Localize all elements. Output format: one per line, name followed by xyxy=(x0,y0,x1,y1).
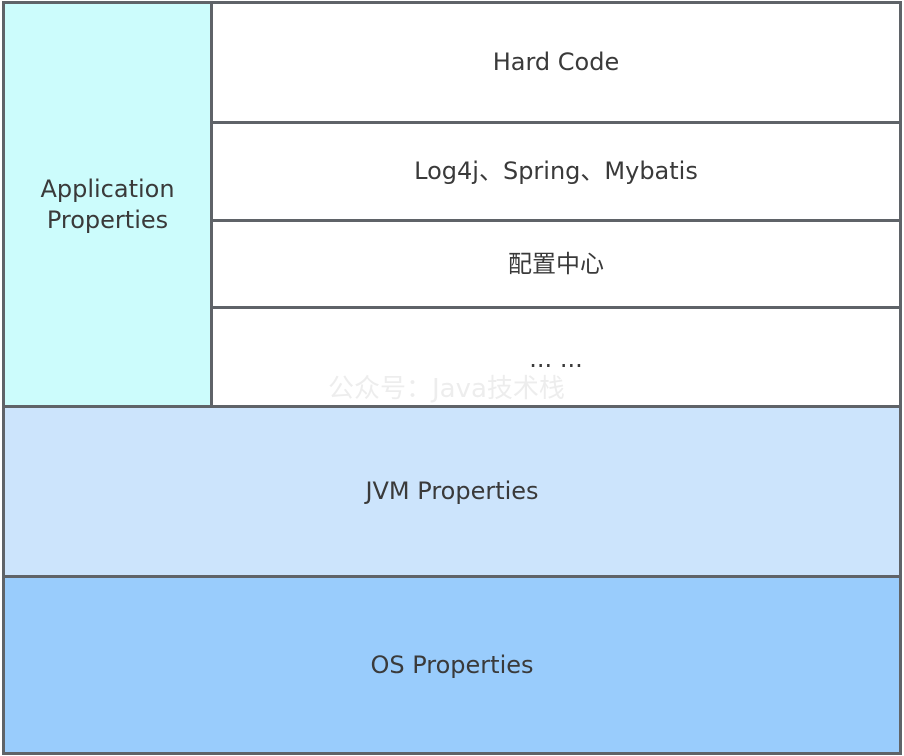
application-properties-block: Application Properties xyxy=(2,1,213,408)
frameworks-block: Log4j、Spring、Mybatis xyxy=(210,121,902,222)
hard-code-label: Hard Code xyxy=(492,48,620,76)
jvm-properties-label: JVM Properties xyxy=(365,477,539,505)
os-properties-label: OS Properties xyxy=(370,650,534,679)
application-properties-label: Application Properties xyxy=(40,174,174,236)
os-properties-block: OS Properties xyxy=(2,575,902,755)
more-items-label: ... ... xyxy=(529,344,583,373)
more-items-block: ... ... xyxy=(210,306,902,408)
hard-code-block: Hard Code xyxy=(210,1,902,124)
application-label-line1: Application xyxy=(40,174,175,203)
application-label-line2: Properties xyxy=(46,205,169,234)
frameworks-label: Log4j、Spring、Mybatis xyxy=(414,157,698,185)
config-center-label: 配置中心 xyxy=(508,249,604,278)
jvm-properties-block: JVM Properties xyxy=(2,405,902,578)
config-center-block: 配置中心 xyxy=(210,219,902,309)
